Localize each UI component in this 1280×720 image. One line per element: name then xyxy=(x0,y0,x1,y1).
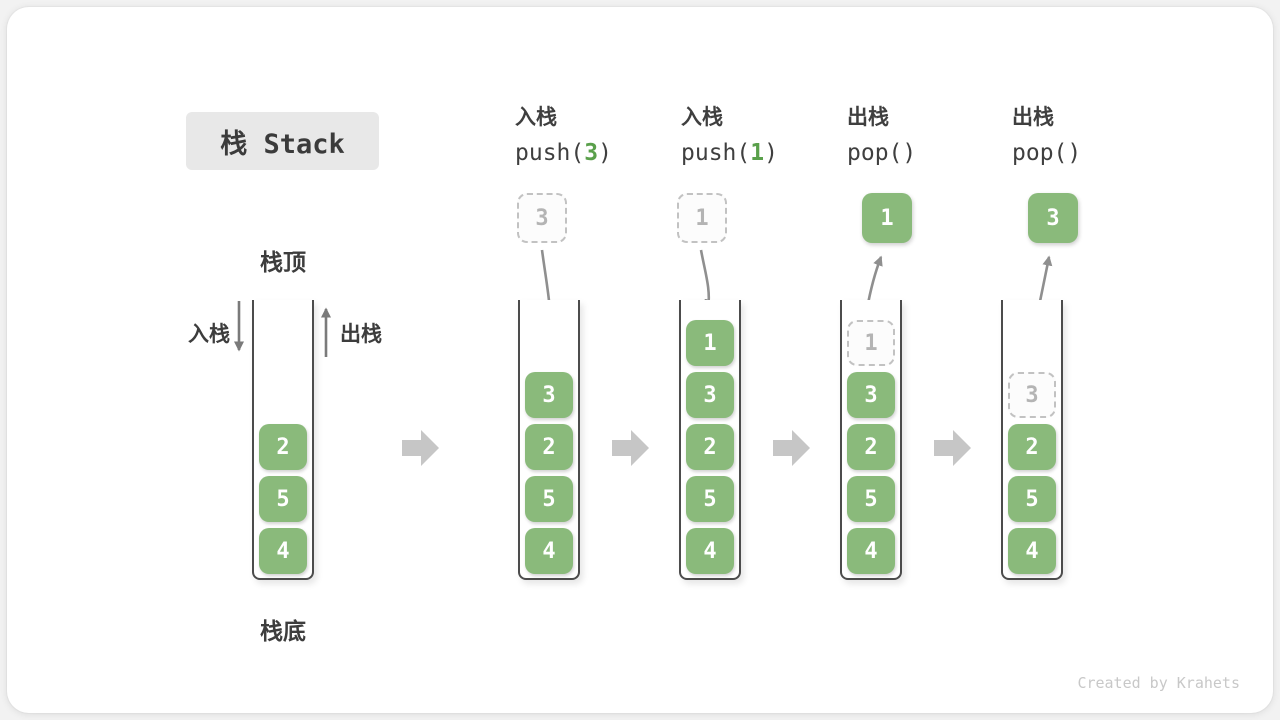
code-argument: 3 xyxy=(584,140,599,166)
stack-item: 3 xyxy=(525,372,573,418)
stack-item: 4 xyxy=(686,528,734,574)
operation-code: push(3) xyxy=(515,140,612,166)
stack-item: 4 xyxy=(847,528,895,574)
pop-side-label: 出栈 xyxy=(340,323,382,346)
pushed-value-box: 1 xyxy=(677,193,727,243)
stack-item: 3 xyxy=(686,372,734,418)
stack-top-label: 栈顶 xyxy=(260,249,306,275)
flow-arrow-icon-2 xyxy=(612,430,649,466)
operation-label: 出栈 xyxy=(847,106,889,129)
code-suffix: ) xyxy=(902,140,917,166)
stack-item: 5 xyxy=(847,476,895,522)
stack-container-push-1: 1 3 2 5 4 xyxy=(679,300,741,580)
operation-label: 出栈 xyxy=(1012,106,1054,129)
stack-item: 5 xyxy=(525,476,573,522)
code-prefix: push( xyxy=(681,140,751,166)
code-suffix: ) xyxy=(598,140,612,166)
flow-arrow-icon-1 xyxy=(402,430,439,466)
popped-value-box: 3 xyxy=(1028,193,1078,243)
stack-item: 2 xyxy=(1008,424,1056,470)
operation-code: pop() xyxy=(847,140,916,166)
stack-container-push-3: 3 2 5 4 xyxy=(518,300,580,580)
stack-item: 2 xyxy=(259,424,307,470)
code-suffix: ) xyxy=(1067,140,1082,166)
stack-item: 2 xyxy=(847,424,895,470)
column-header-push-3: 入栈 push(3) xyxy=(515,101,612,166)
stack-container-pop-second: 3 2 5 4 xyxy=(1001,300,1063,580)
stack-item: 5 xyxy=(259,476,307,522)
stack-container-pop-first: 1 3 2 5 4 xyxy=(840,300,902,580)
pushed-value-box: 3 xyxy=(517,193,567,243)
flow-arrow-icon-3 xyxy=(773,430,810,466)
popped-value-box: 1 xyxy=(862,193,912,243)
title-badge: 栈 Stack xyxy=(186,112,379,170)
ghost-slot: 1 xyxy=(847,320,895,366)
stack-container-initial-stack: 2 5 4 xyxy=(252,300,314,580)
column-header-pop-first: 出栈 pop() xyxy=(847,101,916,166)
operation-label: 入栈 xyxy=(681,106,723,129)
code-prefix: push( xyxy=(515,140,585,166)
code-argument: 1 xyxy=(750,140,765,166)
stack-bottom-label: 栈底 xyxy=(260,618,306,644)
stack-item: 4 xyxy=(1008,528,1056,574)
code-prefix: pop( xyxy=(1012,140,1068,166)
stack-item: 5 xyxy=(686,476,734,522)
code-prefix: pop( xyxy=(847,140,903,166)
stack-item: 4 xyxy=(259,528,307,574)
code-suffix: ) xyxy=(764,140,778,166)
operation-code: pop() xyxy=(1012,140,1081,166)
stack-item: 5 xyxy=(1008,476,1056,522)
push-side-label: 入栈 xyxy=(188,323,230,346)
column-header-pop-second: 出栈 pop() xyxy=(1012,101,1081,166)
ghost-slot: 3 xyxy=(1008,372,1056,418)
operation-code: push(1) xyxy=(681,140,778,166)
column-header-push-1: 入栈 push(1) xyxy=(681,101,778,166)
stack-item: 2 xyxy=(686,424,734,470)
stack-item: 3 xyxy=(847,372,895,418)
stack-item: 2 xyxy=(525,424,573,470)
stack-item: 1 xyxy=(686,320,734,366)
operation-label: 入栈 xyxy=(515,106,557,129)
flow-arrow-icon-4 xyxy=(934,430,971,466)
page-title: 栈 Stack xyxy=(220,128,345,160)
stack-item: 4 xyxy=(525,528,573,574)
watermark: Created by Krahets xyxy=(1077,674,1240,692)
